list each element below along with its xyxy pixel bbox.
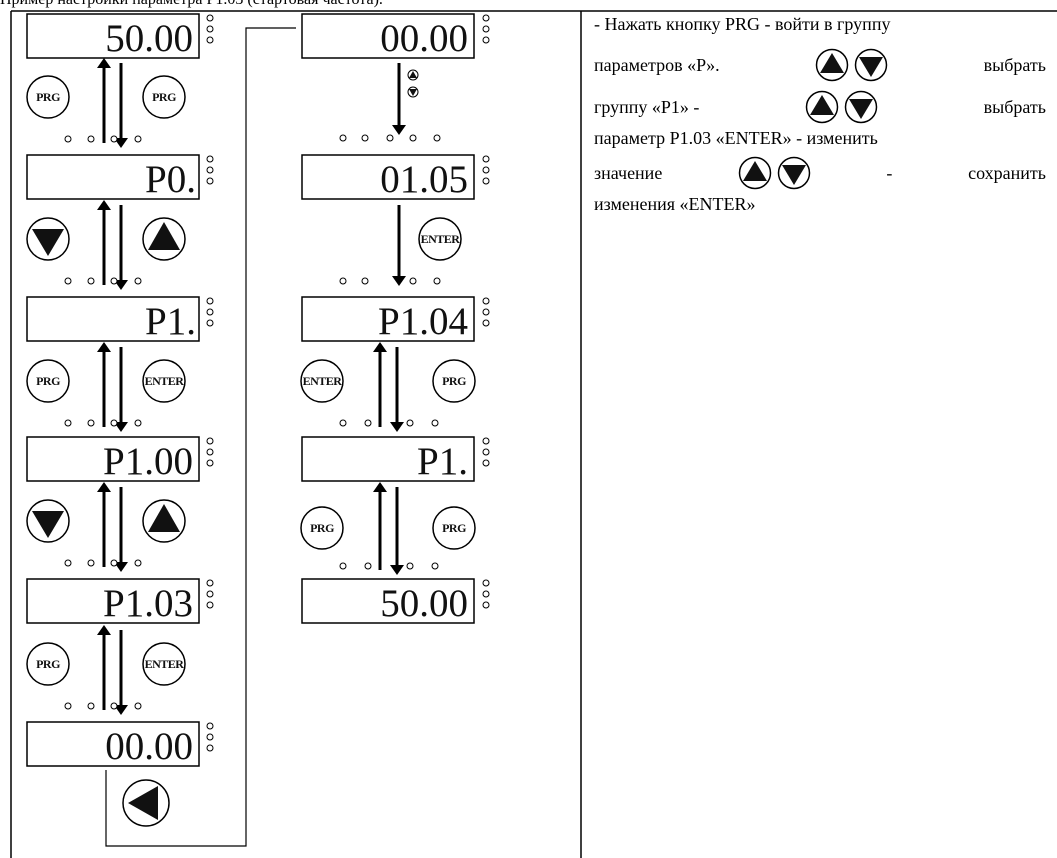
svg-text:PRG: PRG — [36, 90, 60, 104]
instructions: - Нажать кнопку PRG - войти в группу пар… — [594, 14, 1046, 218]
button-pair: ENTER PRG — [300, 342, 476, 432]
svg-text:ENTER: ENTER — [421, 232, 461, 246]
button-pair: PRG ENTER — [26, 342, 186, 432]
left-triangle-icon — [128, 786, 158, 820]
svg-text:PRG: PRG — [36, 374, 60, 388]
button-pair — [26, 200, 186, 290]
up-button-icon — [816, 48, 849, 82]
enter-button[interactable] — [142, 359, 186, 403]
up-triangle-icon — [409, 71, 417, 78]
svg-text:ENTER: ENTER — [145, 657, 185, 671]
instruction-line: изменения «ENTER» — [594, 194, 756, 214]
down-button-icon — [844, 90, 878, 124]
display-value: 01.05 — [380, 158, 468, 201]
svg-text:PRG: PRG — [442, 374, 466, 388]
prg-button[interactable] — [432, 506, 476, 550]
down-button-icon — [777, 156, 810, 190]
display: P1. — [301, 436, 490, 483]
connector-line — [105, 27, 296, 847]
display: P1.04 — [301, 296, 490, 343]
step-arrow: ENTER — [339, 205, 462, 286]
display-value: P1.04 — [378, 300, 468, 343]
svg-text:PRG: PRG — [152, 90, 176, 104]
led-row — [64, 135, 142, 143]
down-triangle-icon — [32, 511, 64, 538]
down-triangle-icon — [409, 89, 417, 96]
indicator-leds — [206, 14, 214, 44]
table-frame — [10, 10, 1057, 858]
svg-text:PRG: PRG — [310, 521, 334, 535]
prg-button[interactable] — [432, 359, 476, 403]
svg-text:ENTER: ENTER — [303, 374, 343, 388]
enter-button[interactable] — [300, 359, 344, 403]
step-arrow — [339, 63, 441, 142]
display: P0. — [26, 154, 214, 201]
prg-button[interactable] — [142, 75, 186, 119]
display: 00.00 — [301, 13, 490, 60]
instruction-line: группу «P1» - выбрать — [594, 86, 1046, 128]
prg-button[interactable] — [26, 75, 70, 119]
display-value: P1.00 — [103, 440, 193, 483]
column-1: 50.00 PRG PRG P0. — [26, 13, 214, 827]
display-value: P0. — [145, 158, 196, 201]
display-value: 50.00 — [380, 582, 468, 625]
button-pair — [26, 482, 186, 572]
up-button-icon — [738, 156, 772, 190]
display-value: 00.00 — [105, 725, 193, 768]
up-triangle-icon — [148, 222, 180, 250]
display: P1.00 — [26, 436, 214, 483]
display: P1. — [26, 296, 214, 343]
button-pair: PRG ENTER — [26, 625, 186, 715]
instruction-line: значение - сохранить — [594, 152, 1046, 194]
prg-button[interactable] — [300, 506, 344, 550]
page-title: Пример настройки параметра P1.03 (старто… — [0, 0, 383, 9]
button-pair: PRG PRG — [26, 58, 186, 148]
svg-text:ENTER: ENTER — [145, 374, 185, 388]
display: 01.05 — [301, 154, 490, 201]
enter-button[interactable] — [418, 217, 462, 261]
instruction-line: - Нажать кнопку PRG - войти в группу — [594, 14, 891, 34]
display-value: 00.00 — [380, 17, 468, 60]
display-value: P1. — [417, 440, 468, 483]
column-2: 00.00 01.05 ENTER — [300, 13, 490, 625]
left-button[interactable] — [122, 779, 170, 827]
display-value: 50.00 — [105, 17, 193, 60]
display-value: P1.03 — [103, 582, 193, 625]
prg-button[interactable] — [26, 642, 70, 686]
instruction-line: параметр P1.03 «ENTER» - изменить — [594, 128, 878, 148]
display: 00.00 — [26, 721, 214, 768]
prg-button[interactable] — [26, 359, 70, 403]
display: 50.00 — [301, 578, 490, 625]
enter-button[interactable] — [142, 642, 186, 686]
up-button-icon — [806, 90, 839, 124]
display: P1.03 — [26, 578, 214, 625]
svg-text:PRG: PRG — [442, 521, 466, 535]
down-button-icon — [854, 48, 888, 82]
up-triangle-icon — [148, 504, 180, 532]
display-value: P1. — [145, 300, 196, 343]
svg-text:PRG: PRG — [36, 657, 60, 671]
down-triangle-icon — [32, 229, 64, 256]
instruction-line: параметров «P». выбрать — [594, 44, 1046, 86]
button-pair: PRG PRG — [300, 482, 476, 575]
display: 50.00 — [26, 13, 214, 60]
